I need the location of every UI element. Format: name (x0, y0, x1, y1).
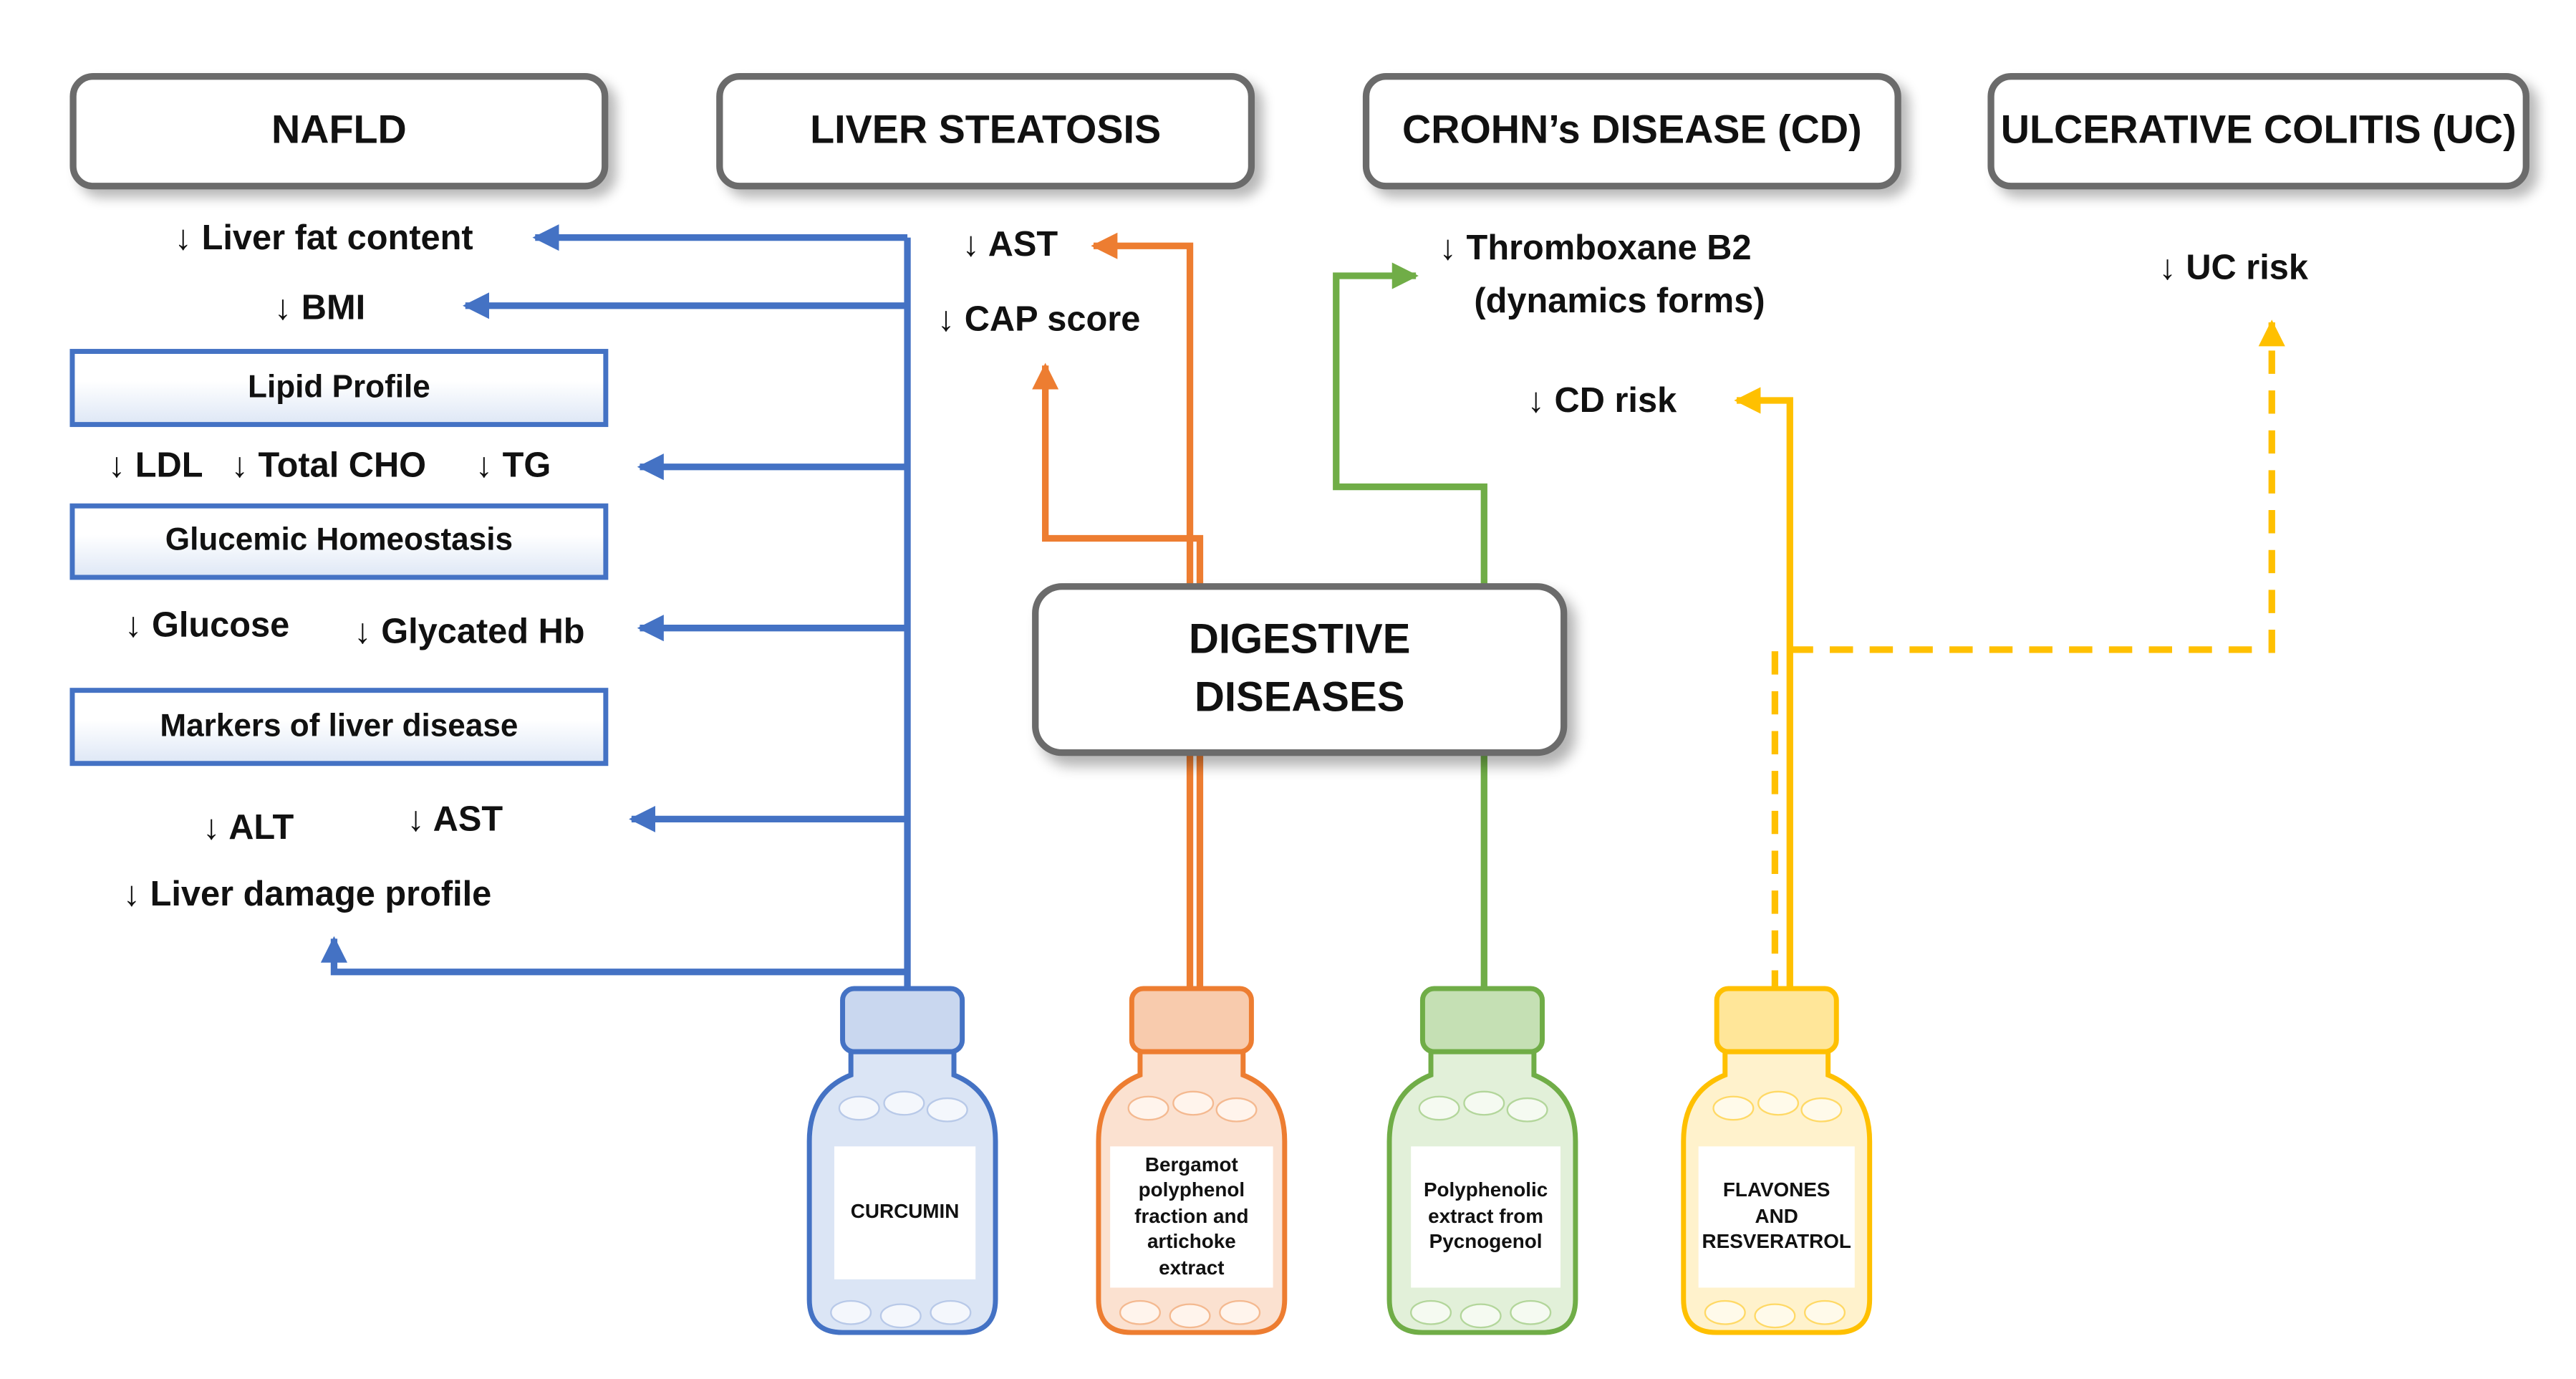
header-nafld-label: NAFLD (271, 107, 407, 153)
ast-steatosis: ↓ AST (962, 226, 1058, 264)
glycated-hb: ↓ Glycated Hb (354, 612, 585, 652)
header-uc-label: ULCERATIVE COLITIS (UC) (2000, 107, 2517, 153)
center-line-1: DIGESTIVE (1188, 616, 1411, 663)
liver-damage-profile: ↓ Liver damage profile (122, 875, 492, 914)
ast-nafld: ↓ AST (407, 800, 503, 840)
yellow-solid (1734, 387, 1793, 994)
markers-liver-disease-label: Markers of liver disease (160, 708, 518, 744)
tg: ↓ TG (475, 446, 551, 486)
ldl: ↓ LDL (107, 446, 203, 486)
lipid-profile-box: Lipid Profile (69, 349, 609, 428)
thromboxane-dynamics: (dynamics forms) (1474, 282, 1765, 321)
bmi: ↓ BMI (274, 289, 366, 327)
header-liver-steatosis: LIVER STEATOSIS (716, 73, 1255, 190)
thromboxane-b2: ↓ Thromboxane B2 (1439, 229, 1752, 268)
flavones-connectors (1734, 319, 2285, 994)
bergamot-label: Bergamot polyphenol fraction and articho… (1110, 1146, 1273, 1288)
center-line-2: DISEASES (1195, 674, 1405, 721)
header-crohns-label: CROHN’s DISEASE (CD) (1402, 107, 1862, 153)
orange-trunk-2 (1032, 362, 1204, 994)
arrow-to-liver-damage (320, 936, 908, 976)
header-ulcerative-colitis: ULCERATIVE COLITIS (UC) (1987, 73, 2529, 190)
header-crohns-disease: CROHN’s DISEASE (CD) (1362, 73, 1901, 190)
flavones-label: FLAVONES AND RESVERATROL (1698, 1146, 1855, 1288)
glucemic-homeostasis-label: Glucemic Homeostasis (165, 523, 513, 559)
pycnogenol-label: Polyphenolic extract from Pycnogenol (1411, 1146, 1561, 1288)
curcumin-connectors (320, 224, 911, 991)
yellow-dashed (1771, 319, 2285, 994)
alt: ↓ ALT (203, 809, 294, 847)
header-nafld: NAFLD (69, 73, 609, 190)
digestive-diseases-node: DIGESTIVE DISEASES (1032, 583, 1568, 756)
glucemic-homeostasis-box: Glucemic Homeostasis (69, 503, 609, 580)
cd-risk: ↓ CD risk (1527, 382, 1677, 421)
liver-fat-content: ↓ Liver fat content (174, 219, 473, 258)
total-cho: ↓ Total CHO (231, 446, 427, 486)
header-liver-steatosis-label: LIVER STEATOSIS (810, 107, 1162, 153)
markers-liver-disease-box: Markers of liver disease (69, 688, 609, 767)
cap-score: ↓ CAP score (937, 300, 1141, 340)
curcumin-label: CURCUMIN (834, 1146, 976, 1279)
glucose: ↓ Glucose (125, 606, 290, 645)
uc-risk: ↓ UC risk (2158, 249, 2309, 288)
lipid-profile-label: Lipid Profile (248, 370, 430, 405)
